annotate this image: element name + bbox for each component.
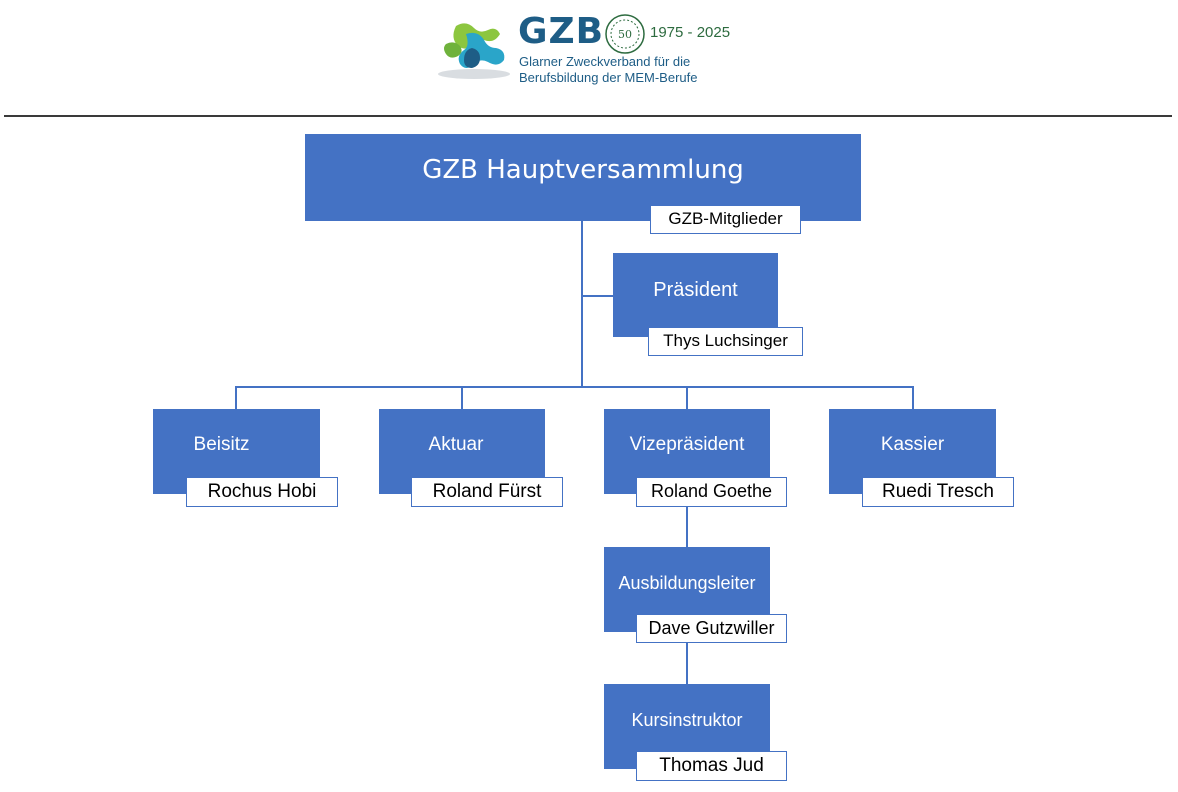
connector-horizontal: [235, 386, 914, 388]
brand-wordmark: GZB: [518, 11, 605, 52]
tag-thomas-jud: Thomas Jud: [636, 751, 787, 781]
header-divider: [4, 115, 1172, 117]
node-title: Kursinstruktor: [631, 710, 743, 730]
subtitle-line-2: Berufsbildung der MEM-Berufe: [519, 70, 698, 85]
connector-beisitz: [235, 386, 237, 410]
gzb-logo-icon: [438, 23, 510, 79]
node-title: GZB Hauptversammlung: [422, 155, 744, 185]
connector-vice-training: [686, 506, 688, 548]
tag-dave-gutzwiller: Dave Gutzwiller: [636, 614, 787, 643]
connector-trunk: [581, 221, 583, 388]
tag-ruedi-tresch: Ruedi Tresch: [862, 477, 1014, 507]
node-title: Vizepräsident: [629, 434, 745, 455]
connector-vice: [686, 386, 688, 410]
years-label: 1975 - 2025: [650, 24, 731, 41]
header: GZB 50 1975 - 2025 Glarner Zweckverband …: [0, 0, 1178, 112]
tag-rochus-hobi: Rochus Hobi: [186, 477, 338, 507]
tag-gzb-mitglieder: GZB-Mitglieder: [650, 205, 801, 234]
connector-kassier: [912, 386, 914, 410]
node-title: Kassier: [880, 434, 945, 455]
tag-roland-fuerst: Roland Fürst: [411, 477, 563, 507]
connector-aktuar: [461, 386, 463, 410]
connector-training-instructor: [686, 643, 688, 685]
seal-number: 50: [618, 28, 632, 41]
tag-thys-luchsinger: Thys Luchsinger: [648, 327, 803, 356]
node-title: Ausbildungsleiter: [618, 573, 756, 593]
anniversary-seal-icon: 50: [605, 14, 645, 54]
connector-president: [583, 295, 613, 297]
tag-roland-goethe: Roland Goethe: [636, 477, 787, 507]
node-praesident: Präsident: [613, 253, 778, 337]
node-title: Aktuar: [428, 434, 484, 455]
node-title: Beisitz: [193, 434, 250, 455]
subtitle-line-1: Glarner Zweckverband für die: [519, 54, 691, 69]
node-title: Präsident: [653, 279, 738, 301]
